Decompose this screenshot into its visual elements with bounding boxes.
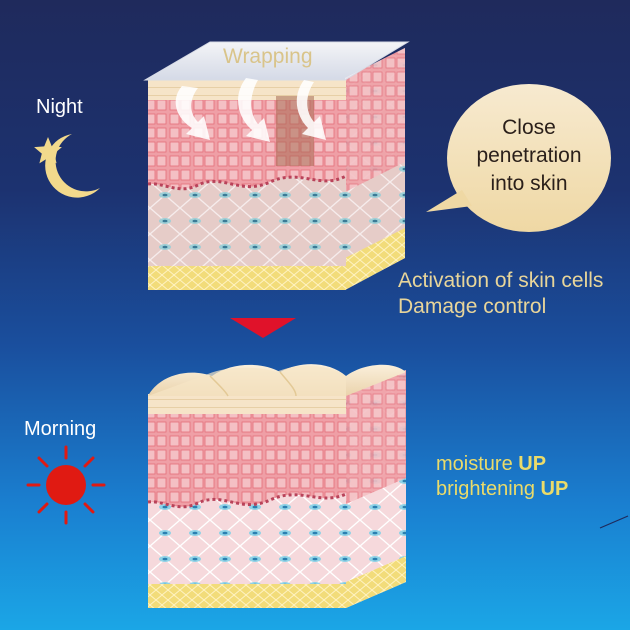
- star-icon: [34, 137, 62, 164]
- night-skin-cube: [143, 41, 410, 290]
- effects-text: Activation of skin cells Damage control: [398, 268, 603, 320]
- moisture-word: moisture: [436, 453, 513, 475]
- morning-skin-cube: [147, 364, 406, 608]
- moisture-up: UP: [518, 453, 547, 475]
- bubble-line-3: into skin: [490, 172, 568, 195]
- result-brightening: brightening UP: [436, 477, 568, 502]
- sun-icon: [26, 445, 106, 525]
- result-moisture: moisture UP: [436, 452, 568, 477]
- morning-label: Morning: [24, 418, 97, 440]
- bubble-text: Close penetration into skin: [444, 114, 614, 198]
- bubble-line-1: Close: [502, 116, 556, 139]
- effect-line-1: Activation of skin cells: [398, 269, 604, 292]
- effect-line-2: Damage control: [398, 295, 547, 318]
- brightening-word: brightening: [436, 478, 535, 500]
- night-label: Night: [36, 96, 83, 118]
- bubble-line-2: penetration: [476, 144, 582, 167]
- wrapping-label: Wrapping: [223, 45, 313, 68]
- edge-stroke: [599, 515, 629, 529]
- down-arrow-icon: [230, 318, 296, 338]
- results-text: moisture UP brightening UP: [436, 452, 568, 502]
- moon-icon: [45, 134, 100, 198]
- speech-bubble: [426, 84, 611, 232]
- brightening-up: UP: [540, 478, 569, 500]
